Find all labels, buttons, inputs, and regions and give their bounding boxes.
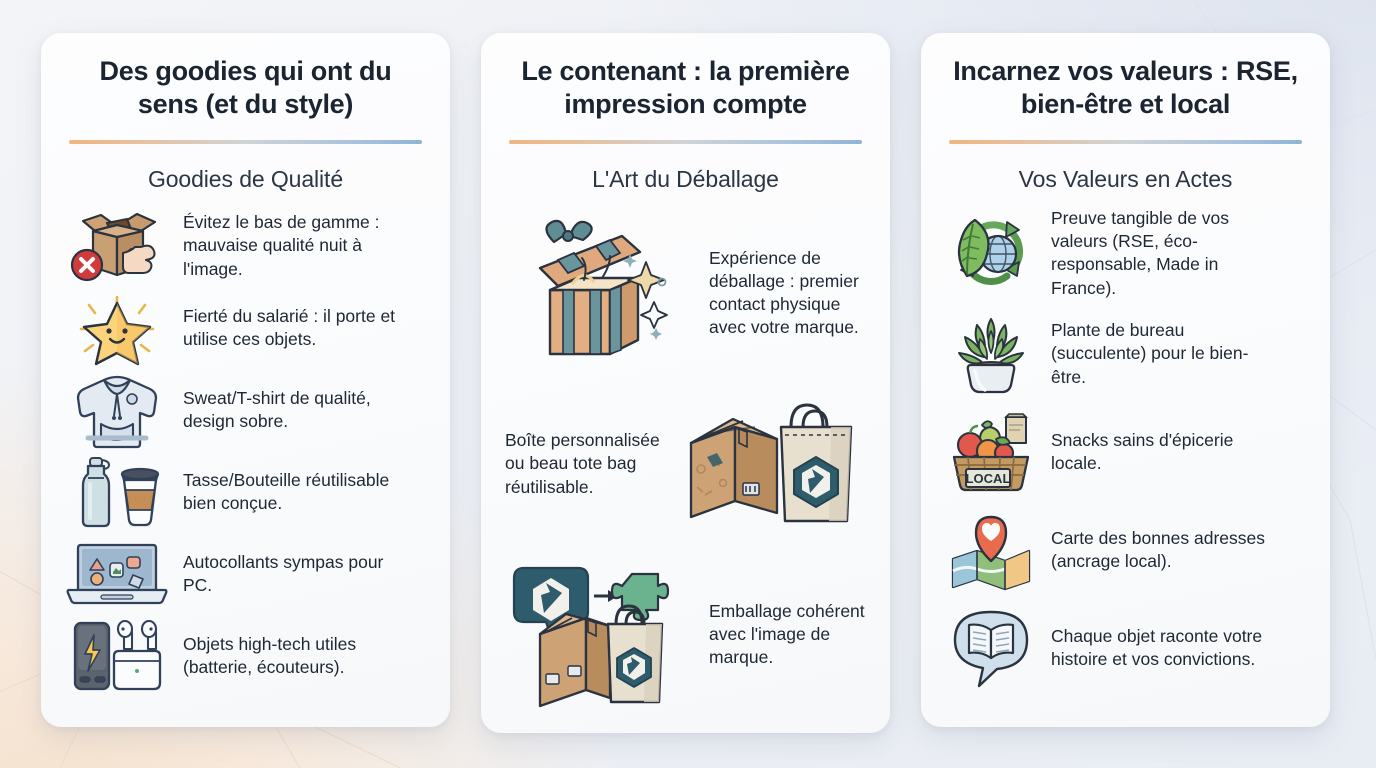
map-heart-pin-icon bbox=[945, 510, 1037, 591]
list-item: Sweat/T-shirt de qualité, design sobre. bbox=[65, 371, 426, 449]
list-item: Objets high-tech utiles (batterie, écout… bbox=[65, 617, 426, 695]
list-item: Plante de bureau (succulente) pour le bi… bbox=[945, 310, 1306, 398]
list-item: Carte des bonnes adresses (ancrage local… bbox=[945, 506, 1306, 594]
list-item: Expérience de déballage : premier contac… bbox=[505, 218, 866, 368]
card-valeurs: Incarnez vos valeurs : RSE, bien-être et… bbox=[921, 33, 1330, 727]
list-item-text: Évitez le bas de gamme : mauvaise qualit… bbox=[183, 211, 380, 279]
list-item-text: Emballage cohérent avec l'image de marqu… bbox=[709, 600, 865, 668]
card-goodies-item-list: Évitez le bas de gamme : mauvaise qualit… bbox=[65, 207, 426, 709]
list-item: LOCAL Snacks sains d'épicerie locale. bbox=[945, 408, 1306, 496]
card-contenant-subtitle: L'Art du Déballage bbox=[592, 165, 779, 192]
list-item-text: Boîte personnalisée ou beau tote bag réu… bbox=[505, 430, 660, 497]
hoodie-icon bbox=[65, 372, 169, 449]
card-goodies-divider bbox=[69, 139, 422, 144]
leaf-globe-recycle-icon bbox=[945, 213, 1037, 293]
card-valeurs-subtitle: Vos Valeurs en Actes bbox=[1018, 165, 1233, 192]
gift-box-sparkle-icon bbox=[505, 218, 695, 368]
card-valeurs-divider bbox=[949, 139, 1302, 144]
list-item-text: Chaque objet raconte votre histoire et v… bbox=[1051, 625, 1263, 669]
list-item-text: Preuve tangible de vos valeurs (RSE, éco… bbox=[1051, 207, 1230, 298]
list-item: Fierté du salarié : il porte et utilise … bbox=[65, 289, 426, 367]
list-item-text: Carte des bonnes adresses (ancrage local… bbox=[1051, 527, 1266, 571]
list-item: Emballage cohérent avec l'image de marqu… bbox=[505, 560, 866, 710]
branded-box-tote-icon bbox=[676, 389, 866, 539]
card-contenant-item-list: Expérience de déballage : premier contac… bbox=[505, 207, 866, 715]
laptop-stickers-icon bbox=[65, 536, 169, 612]
card-valeurs-title: Incarnez vos valeurs : RSE, bien-être et… bbox=[953, 56, 1298, 119]
card-contenant: Le contenant : la première impression co… bbox=[481, 33, 890, 733]
list-item: Chaque objet raconte votre histoire et v… bbox=[945, 604, 1306, 692]
powerbank-earbuds-icon bbox=[65, 618, 169, 694]
card-goodies-title: Des goodies qui ont du sens (et du style… bbox=[99, 56, 392, 119]
list-item: Évitez le bas de gamme : mauvaise qualit… bbox=[65, 207, 426, 285]
succulent-plant-icon bbox=[945, 314, 1037, 394]
list-item-text: Fierté du salarié : il porte et utilise … bbox=[183, 305, 396, 349]
card-goodies-subtitle: Goodies de Qualité bbox=[147, 165, 344, 192]
list-item-text: Snacks sains d'épicerie locale. bbox=[1051, 429, 1234, 473]
list-item: Tasse/Bouteille réutilisable bien conçue… bbox=[65, 453, 426, 531]
bottle-and-cup-icon bbox=[65, 454, 169, 530]
brand-puzzle-packaging-icon bbox=[505, 560, 695, 710]
list-item-text: Objets high-tech utiles (batterie, écout… bbox=[183, 633, 357, 677]
card-contenant-title: Le contenant : la première impression co… bbox=[521, 56, 850, 119]
local-badge-text: LOCAL bbox=[966, 471, 1011, 486]
list-item-text: Plante de bureau (succulente) pour le bi… bbox=[1051, 320, 1249, 387]
damaged-box-thumbs-down-icon bbox=[65, 208, 169, 284]
list-item-text: Tasse/Bouteille réutilisable bien conçue… bbox=[183, 469, 390, 513]
card-valeurs-item-list: Preuve tangible de vos valeurs (RSE, éco… bbox=[945, 207, 1306, 709]
smiling-star-icon bbox=[65, 290, 169, 366]
card-goodies: Des goodies qui ont du sens (et du style… bbox=[41, 33, 450, 727]
list-item: Preuve tangible de vos valeurs (RSE, éco… bbox=[945, 207, 1306, 300]
open-book-speech-bubble-icon bbox=[945, 608, 1037, 688]
list-item-text: Autocollants sympas pour PC. bbox=[183, 551, 384, 595]
list-item-text: Sweat/T-shirt de qualité, design sobre. bbox=[183, 387, 371, 431]
card-contenant-divider bbox=[509, 139, 862, 144]
list-item: Autocollants sympas pour PC. bbox=[65, 535, 426, 613]
local-grocery-basket-icon: LOCAL bbox=[945, 412, 1037, 492]
list-item: Boîte personnalisée ou beau tote bag réu… bbox=[505, 389, 866, 539]
list-item-text: Expérience de déballage : premier contac… bbox=[709, 247, 859, 338]
